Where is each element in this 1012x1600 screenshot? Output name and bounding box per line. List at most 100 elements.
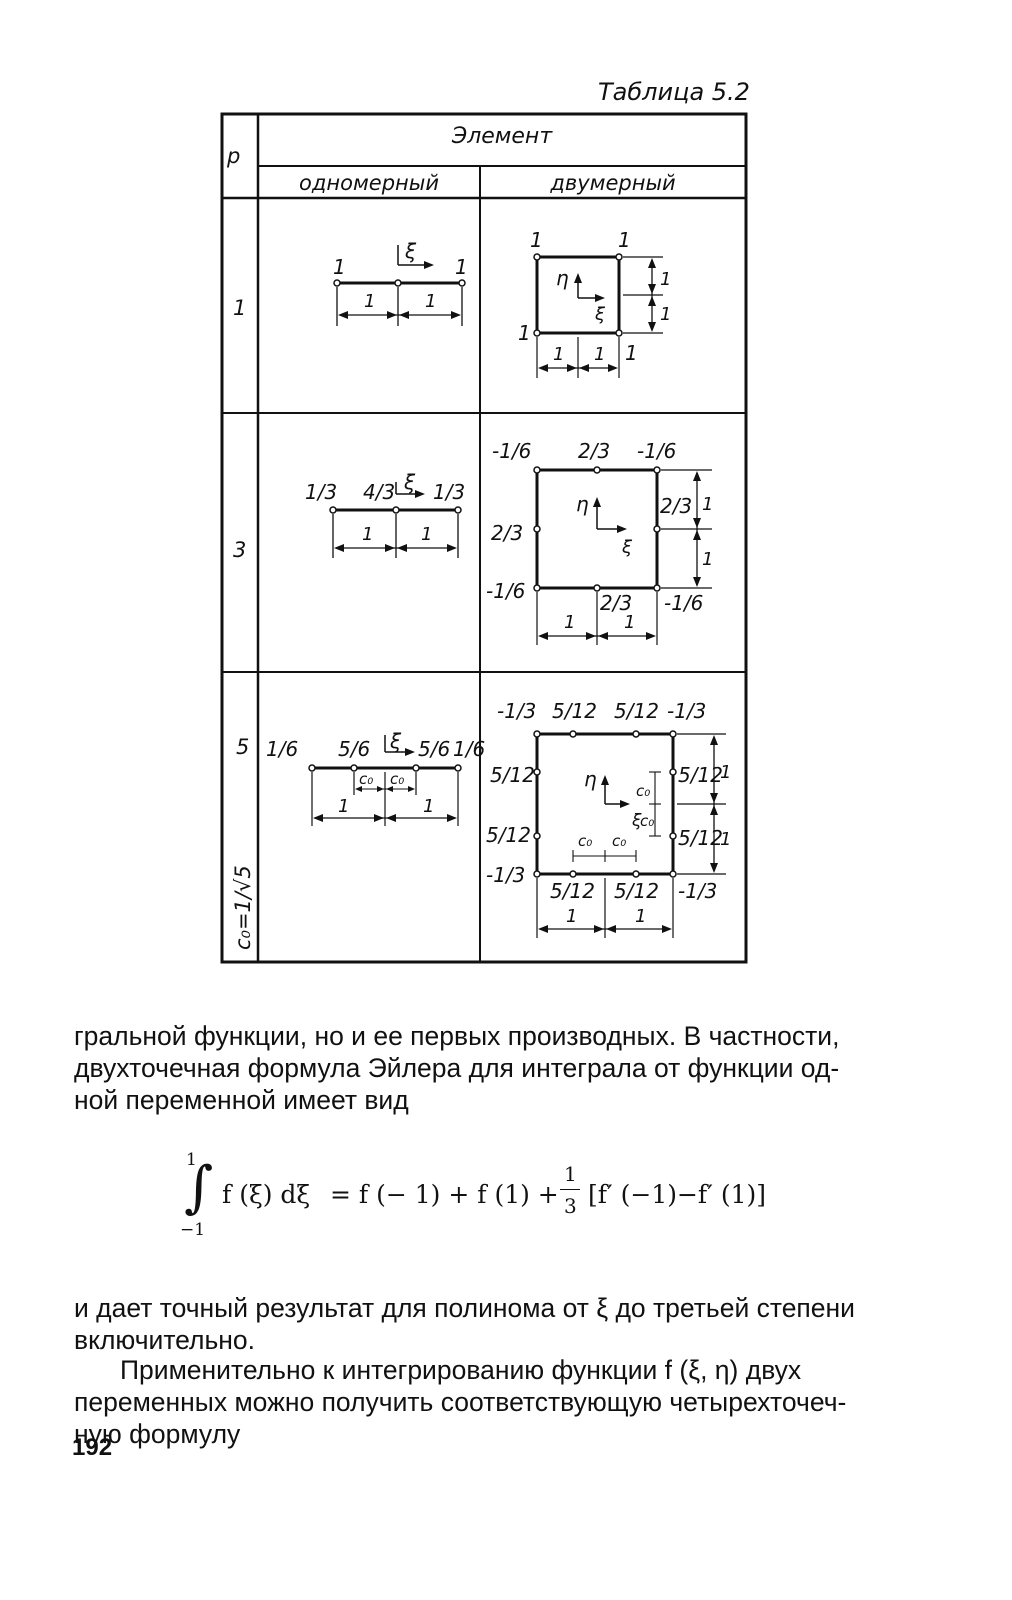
paragraph-3: Применительно к интегрированию функции f…: [74, 1354, 934, 1450]
row2-2d-dim-h2: 1: [624, 612, 635, 633]
formula-rhs-2: [f′ (−1)−f′ (1)]: [588, 1180, 766, 1209]
row2-1d-dim-right: 1: [421, 524, 432, 545]
row2-2d-corner-tr: -1/6: [637, 439, 676, 463]
fraction-bar: [560, 1189, 580, 1190]
row3-2d-edge-bottom1: 5/12: [550, 879, 595, 903]
row3-2d-diagram: [533, 730, 726, 938]
integral-lower-limit: −1: [180, 1220, 206, 1240]
row2-2d-dim-v2: 1: [702, 549, 713, 570]
row3-2d-c0-v2: c₀: [640, 812, 654, 830]
para3-line2: переменных можно получить соответствующу…: [74, 1387, 847, 1417]
row3-2d-edge-left2: 5/12: [486, 823, 531, 847]
row2-2d-eta: η: [576, 492, 589, 516]
row1-1d-right-weight: 1: [455, 255, 468, 279]
row3-2d-edge-top2: 5/12: [614, 699, 659, 723]
row1-2d-xi: ξ: [594, 304, 606, 325]
row3-2d-c0-h1: c₀: [578, 832, 592, 850]
para1-line1: гральной функции, но и ее первых произво…: [74, 1021, 840, 1051]
row3-1d-left-weight: 1/6: [266, 737, 298, 761]
row2-1d-dim-left: 1: [362, 524, 373, 545]
row1-1d-axis: ξ: [404, 239, 417, 263]
row2-1d-mid-weight: 4/3: [363, 480, 395, 504]
row1-2d-top-left: 1: [530, 228, 543, 252]
row3-1d-c0-left: c₀: [359, 770, 373, 788]
row2-1d-axis: ξ: [403, 470, 416, 494]
row1-2d-eta: η: [556, 266, 569, 290]
row1-1d-dim-left: 1: [364, 291, 375, 312]
page-number: 192: [72, 1434, 113, 1461]
paragraph-2: и дает точный результат для полинома от …: [74, 1292, 934, 1356]
row3-2d-dim-h2: 1: [635, 906, 646, 927]
row1-2d-top-right: 1: [618, 228, 631, 252]
row2-1d-right-weight: 1/3: [433, 480, 465, 504]
row3-2d-c0-h2: c₀: [612, 832, 626, 850]
row2-2d-dim-h1: 1: [564, 612, 575, 633]
integrand: f (ξ) dξ: [222, 1180, 311, 1209]
row3-p: 5: [236, 735, 250, 759]
row3-2d-dim-h1: 1: [566, 906, 577, 927]
row1-1d-left-weight: 1: [333, 255, 346, 279]
integral-sign: ∫: [184, 1155, 214, 1220]
row3-2d-edge-bottom2: 5/12: [614, 879, 659, 903]
row3-2d-edge-left1: 5/12: [490, 763, 535, 787]
row3-1d-inner-right-weight: 5/6: [418, 737, 450, 761]
row1-1d-dim-right: 1: [425, 291, 436, 312]
row2-2d-diagram: [533, 466, 712, 645]
row3-2d-corner-br: -1/3: [678, 879, 717, 903]
row2-2d-xi: ξ: [621, 537, 633, 558]
row2-2d-mid-right: 2/3: [660, 494, 692, 518]
row2-1d-left-weight: 1/3: [305, 480, 337, 504]
row3-1d-inner-left-weight: 5/6: [338, 737, 370, 761]
header-element: Элемент: [451, 124, 553, 149]
paragraph-1: гральной функции, но и ее первых произво…: [74, 1020, 934, 1116]
row1-2d-dim-h1: 1: [553, 344, 564, 365]
row2-2d-corner-tl: -1/6: [492, 439, 531, 463]
row3-1d-c0-right: c₀: [390, 770, 404, 788]
formula-rhs-1: = f (− 1) + f (1) +: [330, 1180, 559, 1209]
row1-2d-dim-h2: 1: [594, 344, 605, 365]
euler-formula: 1 ∫ −1 f (ξ) dξ = f (− 1) + f (1) + 1 3 …: [180, 1150, 880, 1240]
row2-2d-corner-bl: -1/6: [486, 579, 525, 603]
table-grid: 1 1 ξ 1 1 1 1 1 1 η ξ 1 1 1 1: [220, 112, 748, 964]
fraction-numerator: 1: [564, 1162, 577, 1186]
row1-1d-diagram: [333, 245, 466, 326]
para3-line1: Применительно к интегрированию функции f…: [120, 1355, 802, 1385]
para3-line3: ную формулу: [74, 1419, 241, 1449]
row3-2d-edge-right1: 5/12: [678, 763, 723, 787]
row1-2d-dim-v1: 1: [660, 269, 671, 290]
row3-2d-corner-tr: -1/3: [667, 699, 706, 723]
row2-2d-mid-bottom: 2/3: [600, 591, 632, 615]
row1-p: 1: [233, 296, 247, 320]
row3-2d-xi: ξ: [631, 811, 642, 831]
integral-upper-limit: 1: [186, 1150, 197, 1170]
row3-2d-c0-v1: c₀: [636, 782, 650, 800]
row2-1d-diagram: [329, 482, 462, 558]
header-2d: двумерный: [550, 171, 676, 195]
row1-2d-diagram: [533, 253, 663, 378]
row3-1d-dim-left: 1: [338, 796, 349, 817]
row3-2d-eta: η: [584, 767, 597, 791]
row3-1d-axis: ξ: [389, 729, 402, 753]
row3-c0-note: c₀=1/√5: [231, 865, 255, 950]
row2-2d-dim-v1: 1: [702, 494, 713, 515]
row2-p: 3: [233, 538, 247, 562]
row3-1d-dim-right: 1: [423, 796, 434, 817]
row3-2d-dim-v1: 1: [720, 762, 731, 783]
para1-line3: ной переменной имеет вид: [74, 1085, 409, 1115]
row1-2d-bottom-left: 1: [518, 321, 531, 345]
para2-line2: включительно.: [74, 1325, 256, 1355]
fraction-denominator: 3: [564, 1194, 577, 1218]
row3-1d-diagram: [308, 735, 462, 826]
row3-2d-dim-v2: 1: [720, 829, 731, 850]
table-caption: Таблица 5.2: [598, 78, 750, 106]
para1-line2: двухточечная формула Эйлера для интеграл…: [74, 1053, 840, 1083]
row1-2d-dim-v2: 1: [660, 304, 671, 325]
row3-2d-corner-tl: -1/3: [497, 699, 536, 723]
para2-line1: и дает точный результат для полинома от …: [74, 1293, 855, 1323]
row3-2d-edge-top1: 5/12: [552, 699, 597, 723]
row3-1d-right-weight: 1/6: [453, 737, 485, 761]
row2-2d-mid-left: 2/3: [491, 521, 523, 545]
header-p: p: [227, 144, 241, 168]
row1-2d-bottom-right: 1: [625, 341, 638, 365]
row2-2d-mid-top: 2/3: [578, 439, 610, 463]
